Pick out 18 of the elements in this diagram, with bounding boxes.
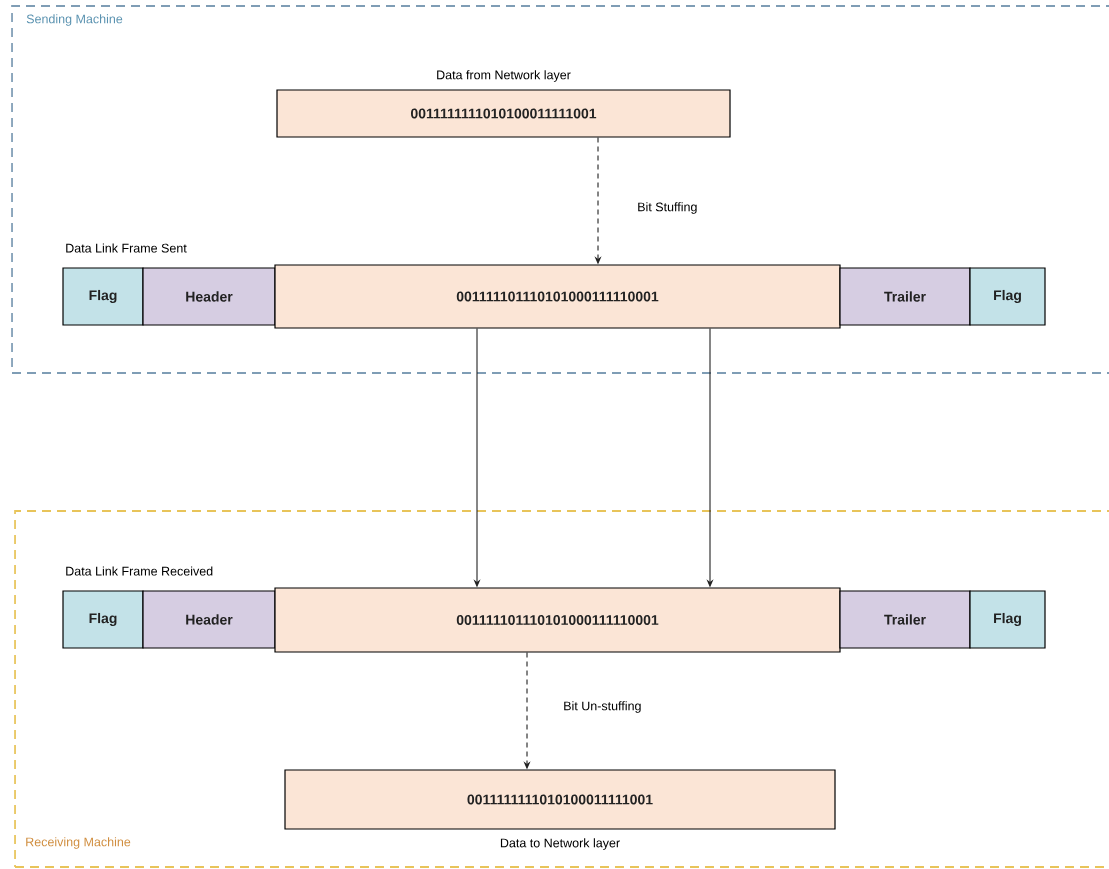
node-label: Data from Network layer xyxy=(437,70,571,82)
flag-field: Flag xyxy=(62,590,144,649)
data-box: 001111101110101000111110001 xyxy=(274,587,841,653)
frame-title: Data Link Frame Sent xyxy=(66,243,187,253)
edge-label: Bit Un-stuffing xyxy=(562,700,643,714)
data-box: 001111101110101000111110001 xyxy=(274,264,841,329)
flag-field: Flag xyxy=(969,590,1046,649)
edge-label: Bit Stuffing xyxy=(636,201,699,215)
frame-field: Trailer xyxy=(839,267,971,326)
flag-field: Flag xyxy=(62,267,144,326)
frame-title: Data Link Frame Received xyxy=(66,566,213,576)
frame-field: Trailer xyxy=(839,590,971,649)
frame-field: Header xyxy=(142,590,276,649)
node-label: Data to Network layer xyxy=(500,838,620,850)
flag-field: Flag xyxy=(969,267,1046,326)
frame-field: Header xyxy=(142,267,276,326)
data-box: 0011111111010100011111001 Data to Network layer xyxy=(284,769,836,850)
data-box: 0011111111010100011111001 Data from Network layer xyxy=(276,70,731,138)
